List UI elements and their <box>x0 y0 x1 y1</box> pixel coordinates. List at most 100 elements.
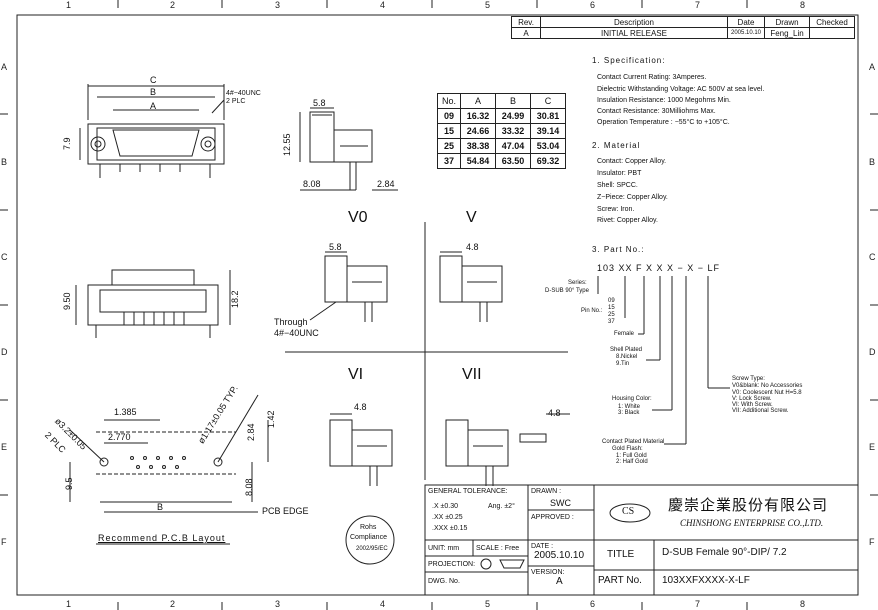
table-cell: 33.32 <box>495 123 531 139</box>
table-cell: 47.04 <box>495 138 531 154</box>
tol-x: .X ±0.30 <box>432 503 459 510</box>
version-label: VERSION: <box>531 569 565 576</box>
description-header: Description <box>540 16 728 28</box>
dim-4-8-v: 4.8 <box>466 242 479 252</box>
company-name-cn: 慶崇企業股份有限公司 <box>668 497 829 514</box>
spec-line: Dielectric Withstanding Voltage: AC 500V… <box>597 86 765 93</box>
border-col-6b: 6 <box>590 599 596 609</box>
border-col-2b: 2 <box>170 599 176 609</box>
through-2: 4#−40UNC <box>274 328 319 338</box>
date-label: DATE : <box>531 543 554 550</box>
contact-plated: Contact Plated Material <box>602 439 665 445</box>
table-cell: 54.84 <box>460 153 496 169</box>
spec-line: Operation Temperature : −55°C to +105°C. <box>597 119 730 126</box>
drawn-header: Drawn <box>764 16 810 28</box>
through-1: Through <box>274 317 308 327</box>
border-col-4: 4 <box>380 0 386 10</box>
screw-v0blank: V0&blank: No Accessories <box>732 383 803 389</box>
material-line: Insulator: PBT <box>597 170 642 177</box>
border-col-2: 2 <box>170 0 176 10</box>
series-value: D-SUB 90° Type <box>545 288 589 294</box>
spec-line: Contact Current Rating: 3Amperes. <box>597 74 707 81</box>
dim-2-770: 2.770 <box>108 432 131 442</box>
side-view-top <box>299 107 398 191</box>
tol-xxx: .XXX ±0.15 <box>432 525 468 532</box>
border-col-3b: 3 <box>275 599 281 609</box>
border-row-c: C <box>1 252 8 262</box>
part-no-code: 103 XX F X X X − X − LF <box>597 263 721 273</box>
dim-col-c: C <box>530 93 566 109</box>
screw-note-1: 4#−40UNC <box>226 90 261 97</box>
dwg-label: DWG. No. <box>428 578 460 585</box>
drawn-value: SWC <box>550 498 571 508</box>
table-cell: 25 <box>437 138 461 154</box>
date-value: 2005.10.10 <box>534 550 585 561</box>
general-tolerance: GENERAL TOLERANCE: <box>428 488 508 495</box>
pcb-layout <box>69 394 395 565</box>
border-col-5: 5 <box>485 0 491 10</box>
pcb-dim-8-08: 8.08 <box>244 478 254 496</box>
housing-color: Housing Color: <box>612 396 652 402</box>
view-vii <box>445 413 570 486</box>
unit-label: UNIT: mm <box>428 545 460 552</box>
pcb-dim-9-5: 9.5 <box>64 477 74 490</box>
border-row-d: D <box>1 347 8 357</box>
material-line: Contact: Copper Alloy. <box>597 158 667 165</box>
table-cell: 39.14 <box>530 123 566 139</box>
border-col-8b: 8 <box>800 599 806 609</box>
table-row: 15 24.66 33.32 39.14 <box>437 123 566 139</box>
view-label-vii: VII <box>462 366 482 383</box>
drawn-label: DRAWN : <box>531 488 562 495</box>
table-cell: 09 <box>437 108 461 124</box>
border-col-6: 6 <box>590 0 596 10</box>
dim-8-08: 8.08 <box>303 179 321 189</box>
pcb-dim-b: B <box>157 502 164 512</box>
border-row-f: F <box>1 537 7 547</box>
screw-type: Screw Type: <box>732 376 765 382</box>
version-value: A <box>556 576 563 587</box>
pcb-dim-2-84: 2.84 <box>246 423 256 441</box>
border-col-7b: 7 <box>695 599 701 609</box>
dim-a: A <box>150 101 157 111</box>
projection-label: PROJECTION: <box>428 561 476 568</box>
screw-note-2: 2 PLC <box>226 98 246 105</box>
border-col-3: 3 <box>275 0 281 10</box>
shell-tin: 9.Tin <box>616 361 630 367</box>
pin-09: 09 <box>608 298 615 304</box>
rev-header: Rev. <box>511 16 541 28</box>
material-line: Rivet: Copper Alloy. <box>597 217 658 224</box>
front-view-top <box>79 84 225 178</box>
dim-12-55: 12.55 <box>282 133 292 156</box>
tol-xx: .XX ±0.25 <box>432 514 463 521</box>
border-row-d-r: D <box>869 347 876 357</box>
dimension-table: No. A B C 09 16.32 24.99 30.81 15 24.66 … <box>437 93 566 169</box>
checked-header: Checked <box>809 16 855 28</box>
pin-37: 37 <box>608 319 615 325</box>
description-value: INITIAL RELEASE <box>540 27 728 39</box>
border-col-7: 7 <box>695 0 701 10</box>
border-row-b: B <box>1 157 8 167</box>
approved-label: APPROVED : <box>531 514 574 521</box>
table-cell: 16.32 <box>460 108 496 124</box>
title-label: TITLE <box>607 549 635 560</box>
company-name-en: CHINSHONG ENTERPRISE CO.,LTD. <box>680 518 824 528</box>
view-label-v0: V0 <box>348 209 368 226</box>
table-cell: 30.81 <box>530 108 566 124</box>
border-row-a-r: A <box>869 62 876 72</box>
screw-vii: VII: Additional Screw. <box>732 408 789 414</box>
drawn-value: Feng_Lin <box>764 27 810 39</box>
pin-15: 15 <box>608 305 615 311</box>
table-cell: 24.99 <box>495 108 531 124</box>
table-cell: 38.38 <box>460 138 496 154</box>
border-row-f-r: F <box>869 537 875 547</box>
table-cell: 37 <box>437 153 461 169</box>
rohs-seal <box>345 515 395 565</box>
tol-angle: Ang. ±2° <box>488 503 515 510</box>
dim-5-8-v0: 5.8 <box>329 242 342 252</box>
screw-v: V: Lock Screw. <box>732 396 772 402</box>
rev-value: A <box>511 27 541 39</box>
material-line: Z−Piece: Copper Alloy. <box>597 194 668 201</box>
material-line: Shell: SPCC. <box>597 182 638 189</box>
screw-vi: VI: With Screw. <box>732 402 773 408</box>
table-cell: 63.50 <box>495 153 531 169</box>
